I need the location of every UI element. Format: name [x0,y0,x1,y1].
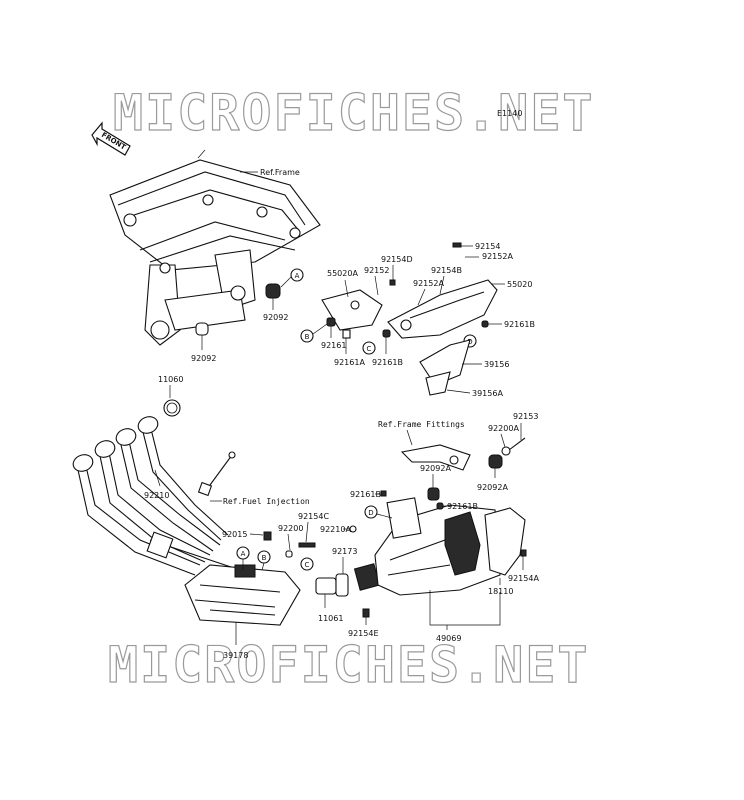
label-92092a-top: 92092A [420,464,451,473]
label-92154d: 92154D [381,255,413,264]
label-92210: 92210 [144,491,169,500]
label-92092-bottom: 92092 [191,354,216,363]
callout-c-chamber-text: C [305,561,310,569]
cover-39156a [425,371,451,396]
label-39156a: 39156A [472,389,503,398]
ref-frame-fittings-label: Ref.Frame Fittings [378,420,465,429]
label-92173: 92173 [332,547,357,556]
connector-pipe-11061 [315,563,381,597]
watermark-bottom: MICROFICHES.NET [108,636,590,694]
bushing-92092-top [265,283,281,299]
label-92200a: 92200A [488,424,519,433]
label-92152a-mid: 92152A [413,279,444,288]
label-92154: 92154 [475,242,500,251]
ref-fuel-injection-label: Ref.Fuel Injection [223,497,310,506]
label-39156: 39156 [484,360,509,369]
label-92161b-b: 92161B [447,502,478,511]
label-92161b-mid: 92161B [372,358,403,367]
callout-a-frame [290,268,304,282]
label-92152a-right: 92152A [482,252,513,261]
label-92154b: 92154B [431,266,462,275]
label-92154c: 92154C [298,512,329,521]
label-92154e: 92154E [348,629,379,638]
label-18110: 18110 [488,587,513,596]
label-39178: 39178 [223,651,248,660]
label-92161a: 92161A [334,358,365,367]
pre-chamber-39178 [184,564,301,626]
callout-d-muffler [364,505,378,519]
muffler-mount-plate [386,497,422,539]
callout-b-guard-text: B [305,333,310,341]
label-55020a: 55020A [327,269,358,278]
callout-a-chamber-text: A [241,550,246,558]
callout-c-chamber [300,557,314,571]
label-55020: 55020 [507,280,532,289]
gasket-11060 [163,399,181,417]
label-92154a: 92154A [508,574,539,583]
callout-d-muffler-text: D [368,509,373,517]
label-92210a: 92210A [320,525,351,534]
label-92200: 92200 [278,524,303,533]
label-92092a-bottom: 92092A [477,483,508,492]
label-92015: 92015 [222,530,247,539]
frame-assembly [109,149,321,346]
label-92161b-right: 92161B [504,320,535,329]
callout-b-guard [300,329,314,343]
label-92161: 92161 [321,341,346,350]
watermark-top: MICROFICHES.NET [113,84,595,142]
diagram-code: E1140 [497,109,522,118]
heat-guard-55020a [321,289,383,331]
exhaust-header-pipes [72,416,241,576]
ref-frame-label: Ref.Frame [260,168,300,177]
label-11061: 11061 [318,614,343,623]
label-92153: 92153 [513,412,538,421]
oxygen-sensor [197,451,236,497]
callout-c-guard-text: C [367,345,372,353]
callout-a-frame-text: A [295,272,300,280]
label-11060: 11060 [158,375,183,384]
callout-b-chamber-text: B [262,554,267,562]
bushing-92092-bottom [195,322,209,336]
label-49069: 49069 [436,634,461,643]
heat-guard-55020 [387,279,498,339]
callout-c-guard [362,341,376,355]
label-92152-left: 92152 [364,266,389,275]
label-92092-top: 92092 [263,313,288,322]
muffler-bracket [400,444,471,471]
label-92161b-a: 92161B [350,490,381,499]
